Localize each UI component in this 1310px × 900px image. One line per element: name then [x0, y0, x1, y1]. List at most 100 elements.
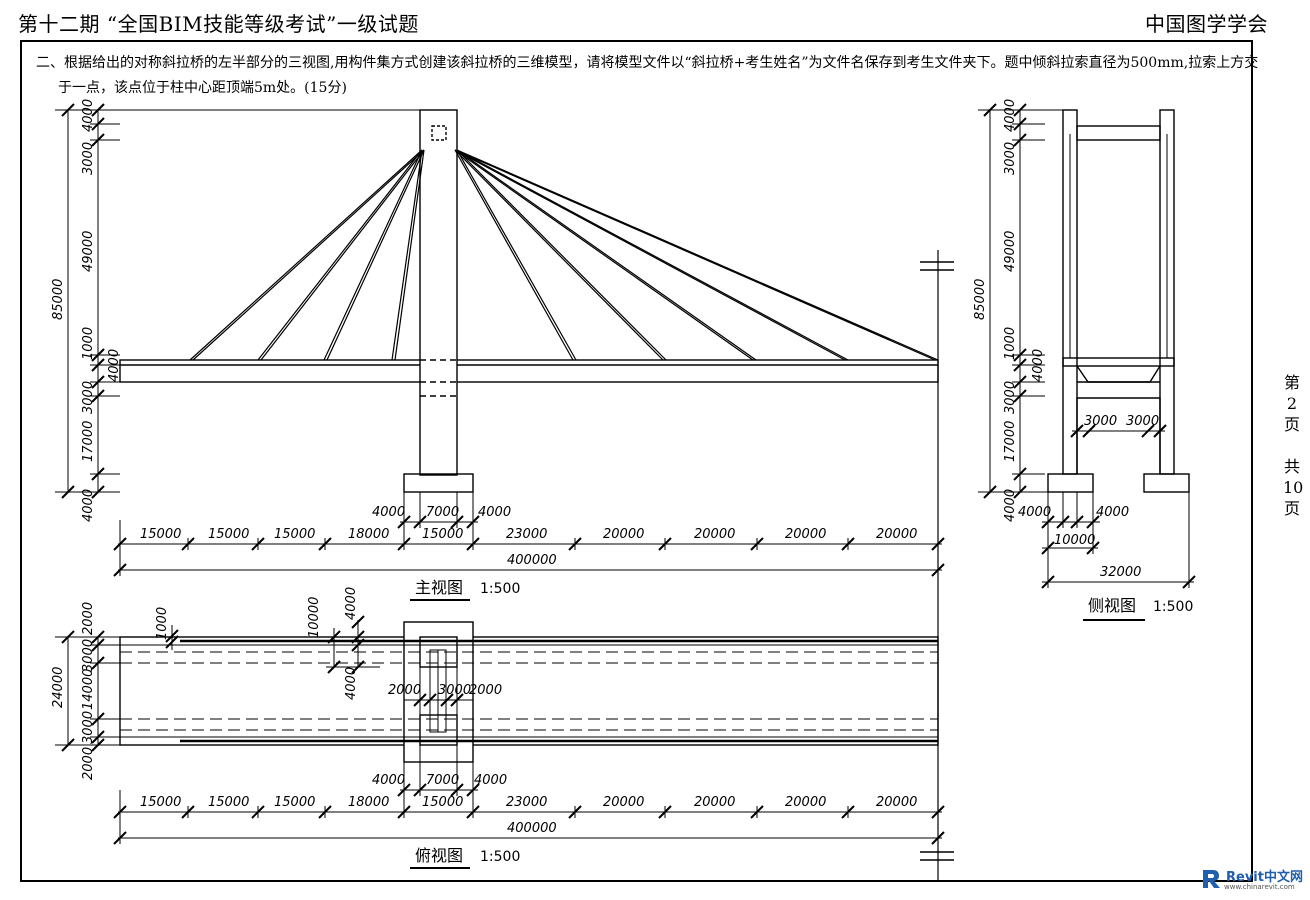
- revit-logo-icon: [1203, 870, 1220, 888]
- front-view-scale: 1:500: [480, 581, 520, 597]
- sheet-note-char-3: 页: [1283, 415, 1300, 434]
- side-dim-85000: 85000: [973, 279, 988, 320]
- question-text-line-1: 二、根据给出的对称斜拉桥的左半部分的三视图,用构件集方式创建该斜拉桥的三维模型，…: [36, 55, 1259, 71]
- front-dim-1000: 1000: [81, 327, 96, 360]
- side-dim-inner-left: 3000: [1084, 414, 1117, 429]
- front-dim-footing-right: 4000: [478, 505, 511, 520]
- front-vertical-dimensions: [55, 103, 420, 499]
- top-total-length: 400000: [507, 821, 557, 836]
- sheet-note-char-7: 页: [1283, 499, 1300, 518]
- watermark-brand: Revit中文网: [1226, 870, 1303, 885]
- side-dim-footing-left: 4000: [1018, 505, 1051, 520]
- front-dim-3000: 3000: [81, 142, 96, 175]
- front-total-length: 400000: [507, 553, 557, 568]
- sheet-note-char-2: 2: [1286, 394, 1298, 413]
- exam-title: 第十二期 “全国BIM技能等级考试”一级试题: [18, 12, 419, 36]
- front-dim-bottom-4000: 4000: [81, 489, 96, 522]
- side-crossbeam: [1076, 125, 1161, 141]
- front-dim-deck-4000: 4000: [107, 349, 122, 382]
- top-span-5: 15000: [422, 795, 463, 810]
- front-dim-top-4000: 4000: [81, 99, 96, 132]
- revit-watermark: Revit中文网 www.chinarevit.com: [1198, 866, 1303, 894]
- top-dim-2000-left: 2000: [388, 683, 421, 698]
- sheet-page-note: 第 2 页 共 10 页: [1283, 372, 1304, 519]
- front-span-3: 15000: [274, 527, 315, 542]
- side-deck-box: [1076, 365, 1161, 383]
- top-span-6: 23000: [506, 795, 547, 810]
- front-dim-85000: 85000: [51, 279, 66, 320]
- front-span-1: 15000: [140, 527, 181, 542]
- organization-name: 中国图学学会: [1145, 12, 1268, 36]
- side-dim-17000: 17000: [1003, 421, 1018, 462]
- top-span-1: 15000: [140, 795, 181, 810]
- top-dim-3000-b: 3000: [81, 711, 96, 744]
- front-deck: [119, 359, 939, 383]
- top-dim-24000: 24000: [51, 667, 66, 708]
- front-dim-49000: 49000: [81, 231, 96, 272]
- front-span-6: 23000: [506, 527, 547, 542]
- top-dim-3000-mid: 3000: [438, 683, 471, 698]
- front-horizontal-dimensions: [113, 492, 945, 577]
- front-view-title: 主视图: [415, 578, 463, 597]
- top-dim-footing-right: 4000: [474, 773, 507, 788]
- top-dim-1000: 1000: [155, 607, 170, 640]
- top-span-3: 15000: [274, 795, 315, 810]
- sheet-note-gap: [1283, 435, 1301, 456]
- front-dim-footing-left: 4000: [372, 505, 405, 520]
- front-dim-pylon-width: 7000: [426, 505, 459, 520]
- top-dim-10000: 10000: [307, 597, 322, 638]
- front-span-2: 15000: [208, 527, 249, 542]
- front-span-8: 20000: [694, 527, 735, 542]
- front-dim-17000: 17000: [81, 421, 96, 462]
- front-pylon: [419, 109, 458, 476]
- side-dim-deck-4000: 4000: [1031, 349, 1046, 382]
- front-span-10: 20000: [876, 527, 917, 542]
- top-view-title: 俯视图: [415, 846, 463, 865]
- watermark-url: www.chinarevit.com: [1224, 883, 1295, 891]
- front-footing: [403, 473, 474, 493]
- side-dim-3000: 3000: [1003, 142, 1018, 175]
- side-dim-49000: 49000: [1003, 231, 1018, 272]
- sheet-note-char-5: 共: [1283, 457, 1300, 476]
- top-dim-2000-b: 2000: [81, 747, 96, 780]
- top-dim-14000: 14000: [81, 669, 96, 710]
- top-span-4: 18000: [348, 795, 389, 810]
- top-dim-2000: 2000: [81, 602, 96, 635]
- side-dim-1000: 1000: [1003, 327, 1018, 360]
- side-view: [978, 103, 1196, 589]
- front-cables: [189, 149, 939, 361]
- top-view: [55, 615, 945, 845]
- side-dim-inner-right: 3000: [1126, 414, 1159, 429]
- front-span-7: 20000: [603, 527, 644, 542]
- top-span-9: 20000: [785, 795, 826, 810]
- top-dim-pylon-width: 7000: [426, 773, 459, 788]
- front-span-5: 15000: [422, 527, 463, 542]
- side-dim-10000: 10000: [1054, 533, 1095, 548]
- top-dim-3000: 3000: [81, 639, 96, 672]
- side-footing-left: [1047, 473, 1094, 493]
- front-span-4: 18000: [348, 527, 389, 542]
- top-span-2: 15000: [208, 795, 249, 810]
- sheet-note-char-6: 10: [1283, 478, 1304, 497]
- side-dim-footing-right: 4000: [1096, 505, 1129, 520]
- top-view-scale: 1:500: [480, 849, 520, 865]
- side-dim-3000-b: 3000: [1003, 381, 1018, 414]
- side-dim-top-4000: 4000: [1003, 99, 1018, 132]
- side-footing-right: [1143, 473, 1190, 493]
- top-dim-4000-lower: 4000: [344, 667, 359, 700]
- side-view-scale: 1:500: [1153, 599, 1193, 615]
- top-span-10: 20000: [876, 795, 917, 810]
- side-total-width: 32000: [1100, 565, 1141, 580]
- side-deck: [1062, 357, 1175, 367]
- front-dim-3000-b: 3000: [81, 381, 96, 414]
- front-span-9: 20000: [785, 527, 826, 542]
- side-view-title: 侧视图: [1088, 596, 1136, 615]
- top-span-8: 20000: [694, 795, 735, 810]
- sheet-note-char-1: 第: [1283, 373, 1300, 392]
- top-dim-2000-right: 2000: [469, 683, 502, 698]
- front-pylon-top-box: [431, 125, 447, 141]
- side-lower-portal: [1076, 397, 1161, 474]
- drawing-frame: [20, 40, 1253, 882]
- question-text-line-2: 于一点，该点位于柱中心距顶端5m处。(15分): [58, 80, 347, 96]
